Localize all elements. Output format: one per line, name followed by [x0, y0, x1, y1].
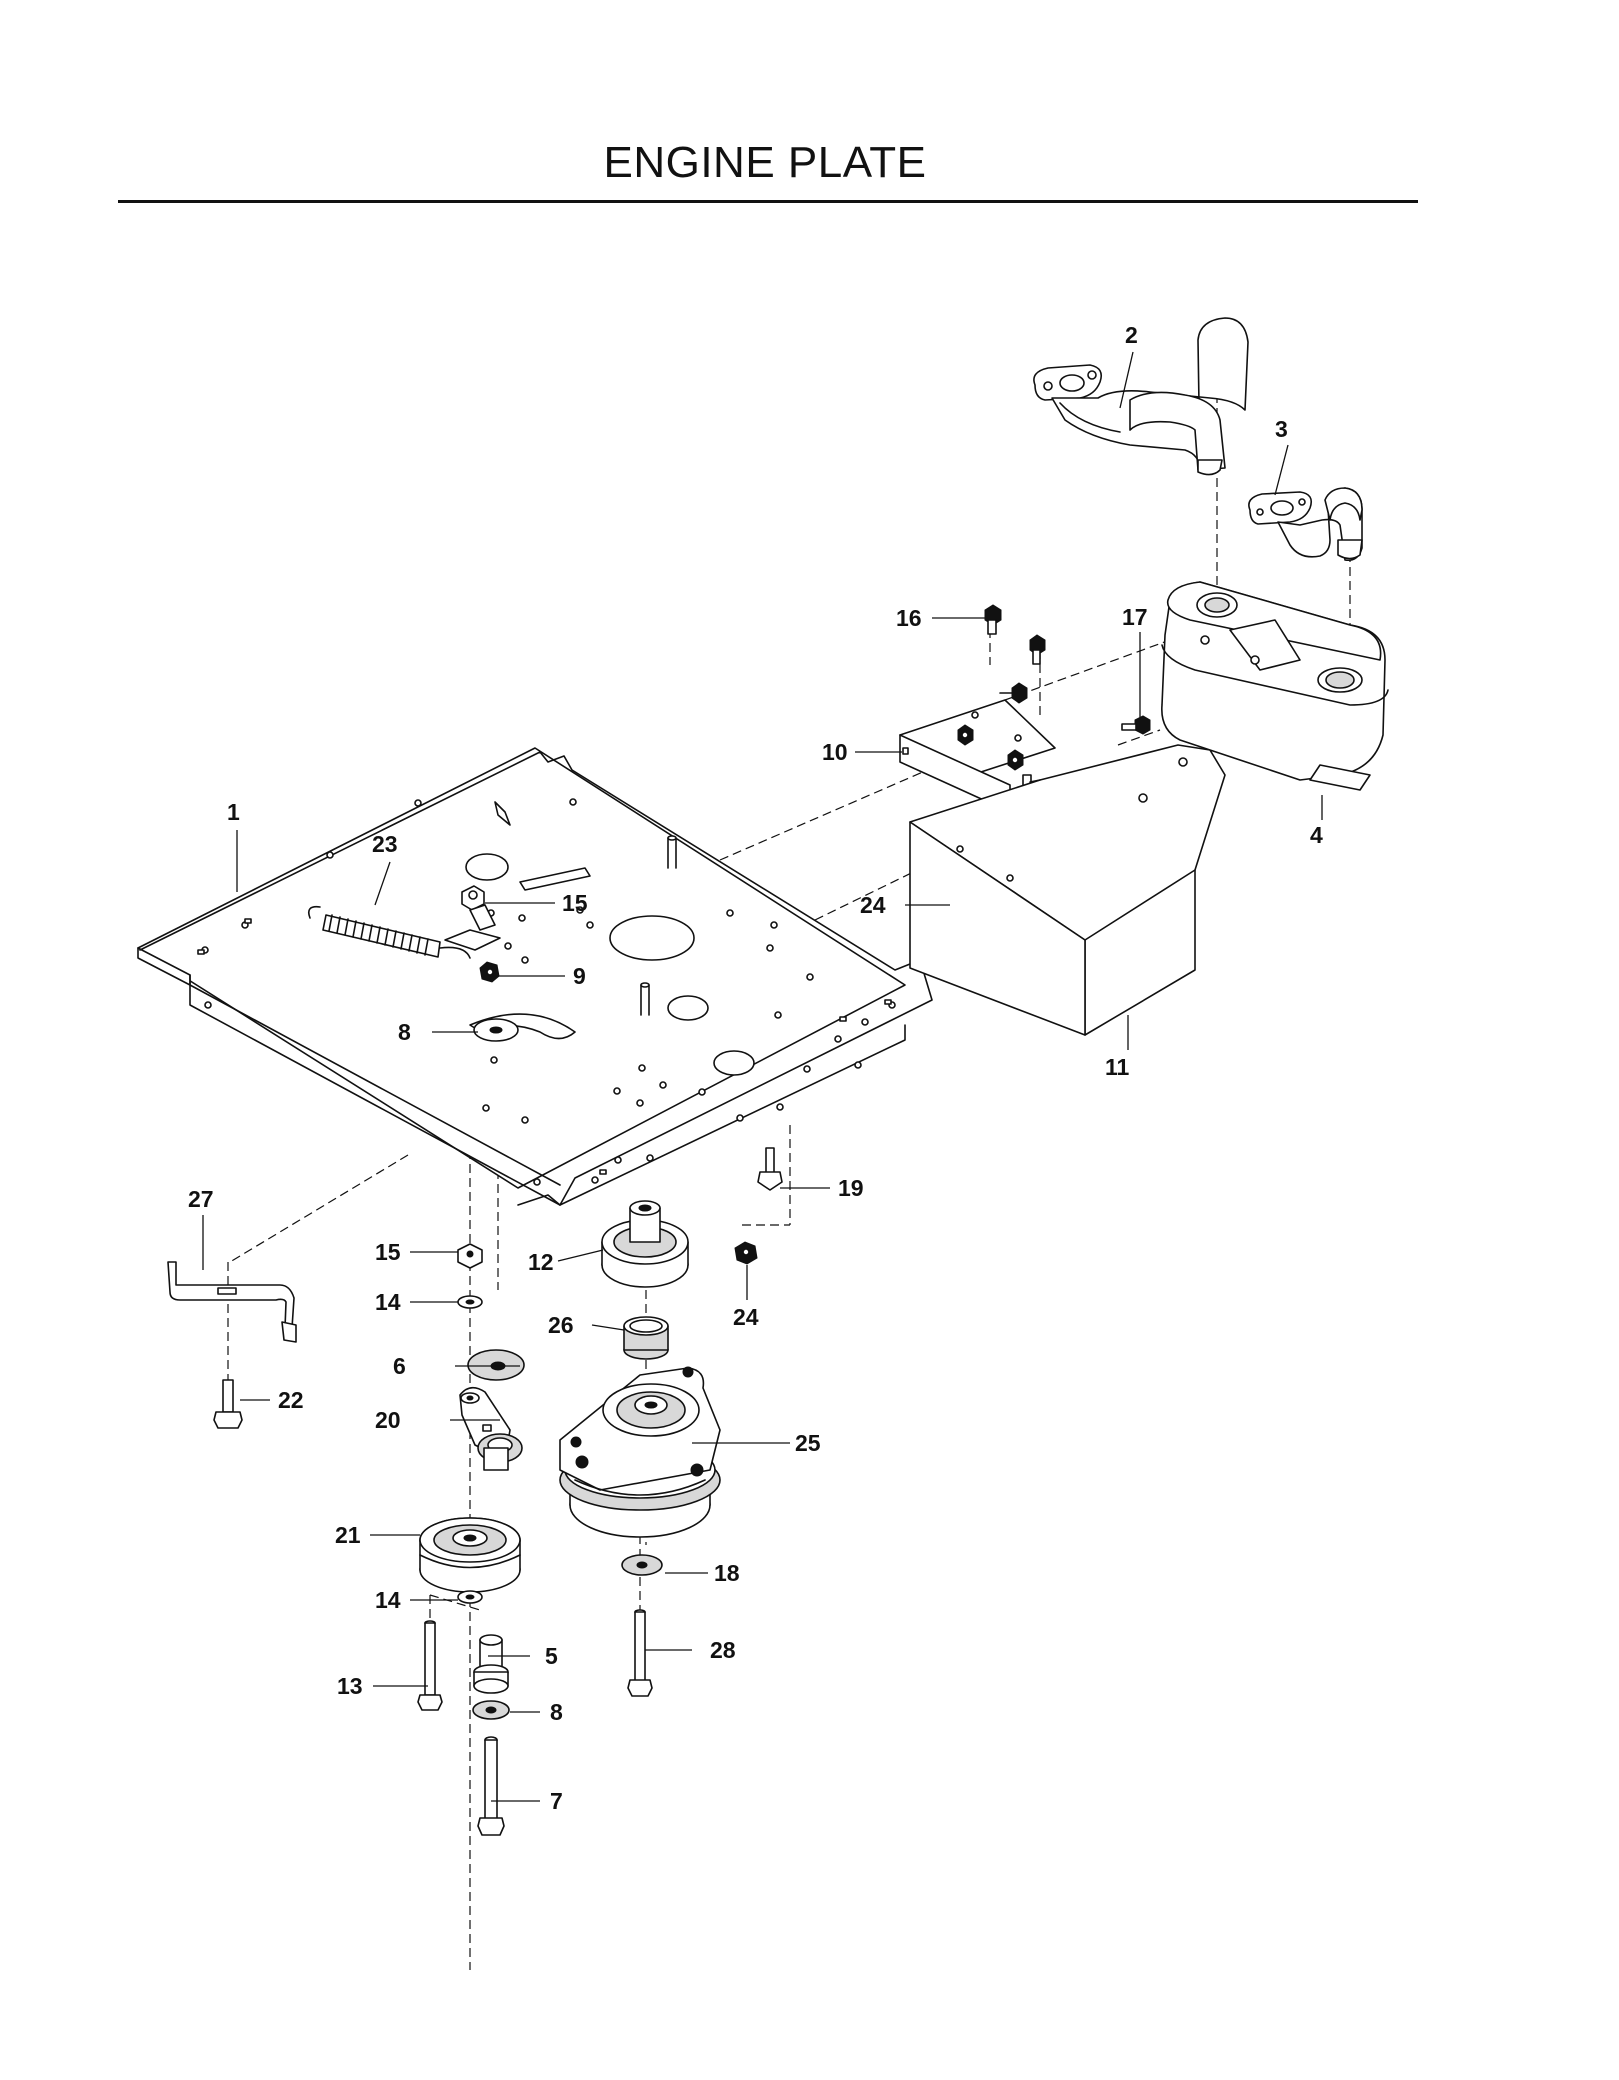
lower-nut-15 — [457, 1243, 483, 1269]
exhaust-pipe-2 — [1033, 317, 1249, 476]
callout-4: 4 — [1310, 822, 1323, 848]
callout-23: 23 — [372, 831, 398, 857]
title-rule — [118, 200, 1418, 203]
heat-shield-11 — [909, 744, 1226, 1036]
collar-26 — [623, 1316, 669, 1360]
callout-28: 28 — [710, 1637, 736, 1663]
callout-26: 26 — [548, 1312, 574, 1338]
electric-clutch-25 — [559, 1366, 721, 1538]
callout-17: 17 — [1122, 604, 1148, 630]
bolt-7 — [477, 1736, 505, 1836]
idler-arm-20 — [459, 1386, 523, 1471]
bushing-5 — [473, 1634, 509, 1694]
idler-bolt-9 — [444, 929, 501, 983]
lower-washer-14 — [457, 1590, 483, 1604]
bolt-19 — [757, 1147, 783, 1191]
callout-9: 9 — [573, 963, 586, 989]
leader-lines — [202, 351, 1323, 1802]
bolt-13 — [417, 1620, 443, 1711]
upper-washer-8 — [473, 1018, 519, 1042]
engine-pulley-12 — [601, 1200, 689, 1288]
upper-washer-14 — [457, 1295, 483, 1309]
callout-13: 13 — [337, 1673, 363, 1699]
callout-6: 6 — [393, 1353, 406, 1379]
callout-1: 1 — [227, 799, 240, 825]
callout-15-upper: 15 — [562, 890, 588, 916]
callout-8-lower: 8 — [550, 1699, 563, 1725]
idler-pulley-21 — [419, 1517, 521, 1593]
callout-5: 5 — [545, 1643, 558, 1669]
muffler-4 — [1161, 581, 1389, 791]
bracket-27 — [167, 1261, 297, 1343]
callout-7: 7 — [550, 1788, 563, 1814]
callout-labels: 1 2 3 4 5 6 7 8 8 9 10 11 12 13 14 14 15… — [188, 322, 1323, 1814]
callout-24-upper: 24 — [860, 892, 886, 918]
upper-nut-15 — [461, 885, 496, 931]
lower-nut-24 — [734, 1241, 758, 1265]
callout-12: 12 — [528, 1249, 554, 1275]
exhaust-pipe-3 — [1248, 487, 1363, 562]
bolt-16 — [984, 604, 1002, 635]
callout-18: 18 — [714, 1560, 740, 1586]
diagram-title: ENGINE PLATE — [603, 138, 927, 187]
bolt-17 — [1121, 715, 1151, 735]
callout-3: 3 — [1275, 416, 1288, 442]
callout-8-upper: 8 — [398, 1019, 411, 1045]
lower-washer-8 — [472, 1700, 510, 1720]
callout-20: 20 — [375, 1407, 401, 1433]
callout-16: 16 — [896, 605, 922, 631]
callout-21: 21 — [335, 1522, 361, 1548]
callout-24-lower: 24 — [733, 1304, 759, 1330]
callout-11: 11 — [1105, 1054, 1130, 1080]
callout-2: 2 — [1125, 322, 1138, 348]
callout-19: 19 — [838, 1175, 864, 1201]
callout-15-lower: 15 — [375, 1239, 401, 1265]
callout-25: 25 — [795, 1430, 821, 1456]
callout-22: 22 — [278, 1387, 304, 1413]
bolt-28 — [627, 1609, 653, 1697]
callout-14-lower: 14 — [375, 1587, 401, 1613]
callout-27: 27 — [188, 1186, 214, 1212]
bolt-22 — [213, 1379, 243, 1429]
spacer-6 — [467, 1349, 525, 1381]
washer-18 — [621, 1554, 663, 1576]
callout-10: 10 — [822, 739, 848, 765]
callout-14-upper: 14 — [375, 1289, 401, 1315]
upper-bracket-bolts — [957, 634, 1046, 771]
tension-spring — [307, 905, 471, 959]
